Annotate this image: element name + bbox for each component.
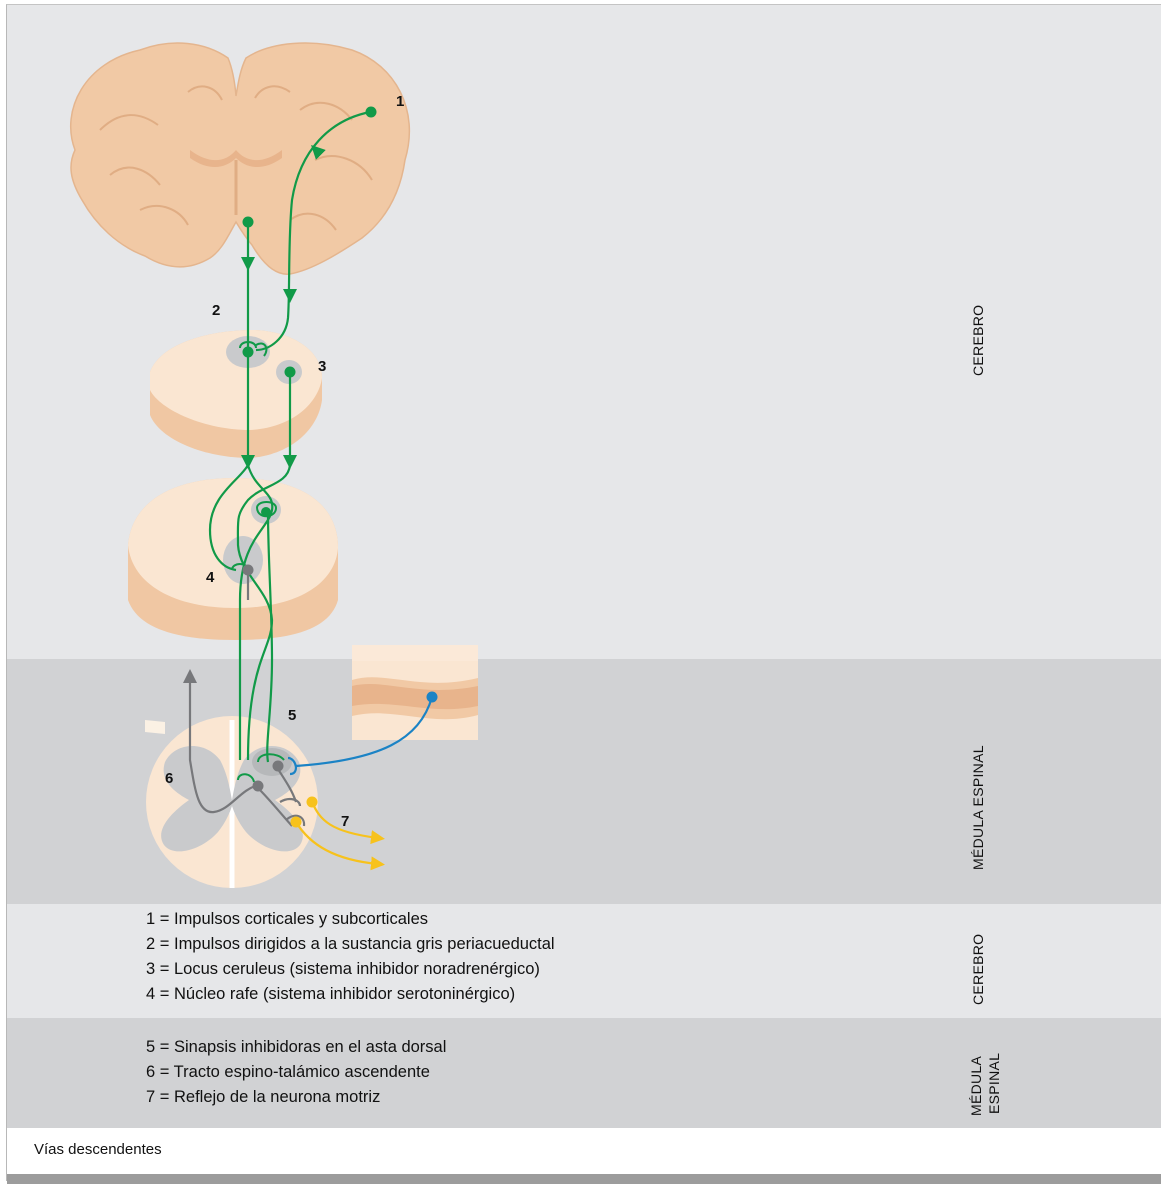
- legend-item: 3 = Locus ceruleus (sistema inhibidor no…: [146, 957, 555, 982]
- legend-group-label-brain: CEREBRO: [970, 934, 986, 1005]
- legend-item: 2 = Impulsos dirigidos a la sustancia gr…: [146, 932, 555, 957]
- legend-brain-list: 1 = Impulsos corticales y subcorticales …: [146, 907, 555, 1007]
- legend-item: 4 = Núcleo rafe (sistema inhibidor serot…: [146, 982, 555, 1007]
- legend-item: 1 = Impulsos corticales y subcorticales: [146, 907, 555, 932]
- legend-group-label-spine-1: MÉDULA: [968, 1056, 984, 1116]
- marker-3: 3: [318, 358, 326, 375]
- marker-7: 7: [341, 813, 349, 830]
- marker-5: 5: [288, 707, 296, 724]
- legend-spine-list: 5 = Sinapsis inhibidoras en el asta dors…: [146, 1035, 446, 1110]
- marker-2: 2: [212, 302, 220, 319]
- legend-group-label-spine-2: ESPINAL: [986, 1053, 1002, 1114]
- marker-6: 6: [165, 770, 173, 787]
- marker-1: 1: [396, 93, 404, 110]
- marker-4: 4: [206, 569, 215, 586]
- legend-item: 5 = Sinapsis inhibidoras en el asta dors…: [146, 1035, 446, 1060]
- legend-item: 7 = Reflejo de la neurona motriz: [146, 1085, 446, 1110]
- region-label-spinal-cord: MÉDULA ESPINAL: [970, 745, 986, 870]
- region-label-brain: CEREBRO: [970, 305, 986, 376]
- legend-item: 6 = Tracto espino-talámico ascendente: [146, 1060, 446, 1085]
- figure-caption: Vías descendentes: [34, 1141, 162, 1158]
